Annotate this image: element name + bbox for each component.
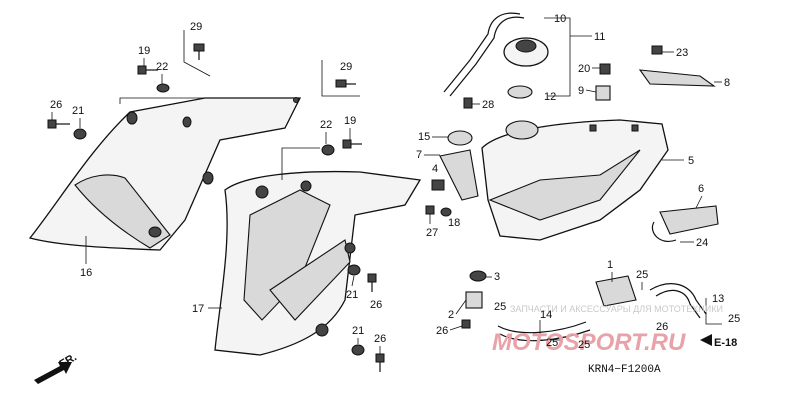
bolt-26-lower (375, 353, 385, 372)
callout-13: 13 (712, 293, 724, 305)
bolt-26-mid (367, 273, 377, 292)
callout-6: 6 (698, 183, 704, 195)
callout-15: 15 (418, 131, 430, 143)
cap-15 (447, 130, 473, 146)
callout-10: 10 (554, 13, 566, 25)
callout-22-left: 22 (156, 61, 168, 73)
washer-21-left (73, 128, 87, 140)
callout-21-mid: 21 (346, 289, 358, 301)
callout-23: 23 (676, 47, 688, 59)
callout-5: 5 (688, 155, 694, 167)
callout-26-lower: 26 (374, 333, 386, 345)
washer-21-lower (351, 344, 365, 356)
washer-22-right (321, 144, 335, 156)
callout-28: 28 (482, 99, 494, 111)
bolt-26-valve (461, 319, 471, 329)
bolt-27 (425, 205, 435, 215)
bracket-7 (439, 149, 479, 201)
callout-26-valve: 26 (436, 325, 448, 337)
callout-3: 3 (494, 271, 500, 283)
callout-2: 2 (448, 309, 454, 321)
callout-22-right: 22 (320, 119, 332, 131)
fuel-tube-13 (649, 283, 707, 319)
joint-2 (465, 291, 483, 309)
collar-18 (440, 207, 452, 217)
callout-18: 18 (448, 217, 460, 229)
callout-26-left: 26 (50, 99, 62, 111)
rubber-9 (595, 85, 611, 101)
washer-22-left (156, 83, 170, 93)
callout-14: 14 (540, 309, 552, 321)
callout-25-a: 25 (494, 301, 506, 313)
diagram-code: KRN4−F1200A (588, 364, 661, 376)
callout-8: 8 (724, 77, 730, 89)
callout-20: 20 (578, 63, 590, 75)
left-shroud (28, 97, 302, 251)
callout-11: 11 (594, 31, 605, 43)
bolt-29-right (335, 79, 356, 88)
callout-12: 12 (544, 91, 556, 103)
callout-4: 4 (432, 163, 438, 175)
band-24 (651, 221, 677, 242)
callout-25-d: 25 (636, 269, 648, 281)
callout-29-left: 29 (190, 21, 202, 33)
watermark-text: ЗАПЧАСТИ И АКСЕССУАРЫ ДЛЯ МОТОТЕХНИКИ (510, 304, 723, 314)
callouts: 1 2 3 4 5 6 7 8 9 10 11 12 13 14 15 16 1… (50, 13, 740, 354)
fuel-tank (481, 119, 684, 241)
bolt-28 (463, 97, 473, 109)
clip-4 (431, 179, 445, 191)
right-shroud (214, 147, 422, 356)
bolt-23 (651, 45, 663, 55)
bracket-8 (638, 69, 716, 87)
callout-25-c: 25 (578, 339, 590, 351)
bolt-19-left (137, 65, 158, 75)
reference-arrow-icon (700, 334, 712, 346)
bolt-26-left (47, 119, 70, 129)
petcock-1 (595, 275, 637, 307)
callout-17: 17 (192, 303, 204, 315)
callout-19-right: 19 (344, 115, 356, 127)
callout-26-right: 26 (656, 321, 668, 333)
callout-9: 9 (578, 85, 584, 97)
fuel-cap (503, 37, 549, 67)
front-arrow-icon (34, 362, 72, 384)
collar-20 (599, 63, 611, 75)
callout-7: 7 (416, 149, 422, 161)
cap-gasket-12 (507, 85, 533, 99)
callout-21-lower: 21 (352, 325, 364, 337)
callout-29-right: 29 (340, 61, 352, 73)
pad-6 (659, 205, 719, 235)
washer-21-mid (347, 264, 361, 276)
callout-1: 1 (607, 259, 613, 271)
callout-25-b: 25 (546, 337, 558, 349)
callout-24: 24 (696, 237, 708, 249)
watermark-brand: MOTOSPORT.RU (492, 329, 686, 356)
callout-21-left: 21 (72, 105, 84, 117)
callout-27: 27 (426, 227, 438, 239)
bolt-29-left (193, 43, 205, 60)
callout-25-e: 25 (728, 313, 740, 325)
callout-19-left: 19 (138, 45, 150, 57)
callout-26-mid: 26 (370, 299, 382, 311)
callout-16: 16 (80, 267, 92, 279)
breather-tube-10 (443, 12, 525, 97)
front-label: FR. (58, 351, 79, 370)
bolt-19-right (342, 139, 362, 149)
reference-label: E-18 (714, 337, 737, 349)
washer-3 (469, 270, 487, 282)
